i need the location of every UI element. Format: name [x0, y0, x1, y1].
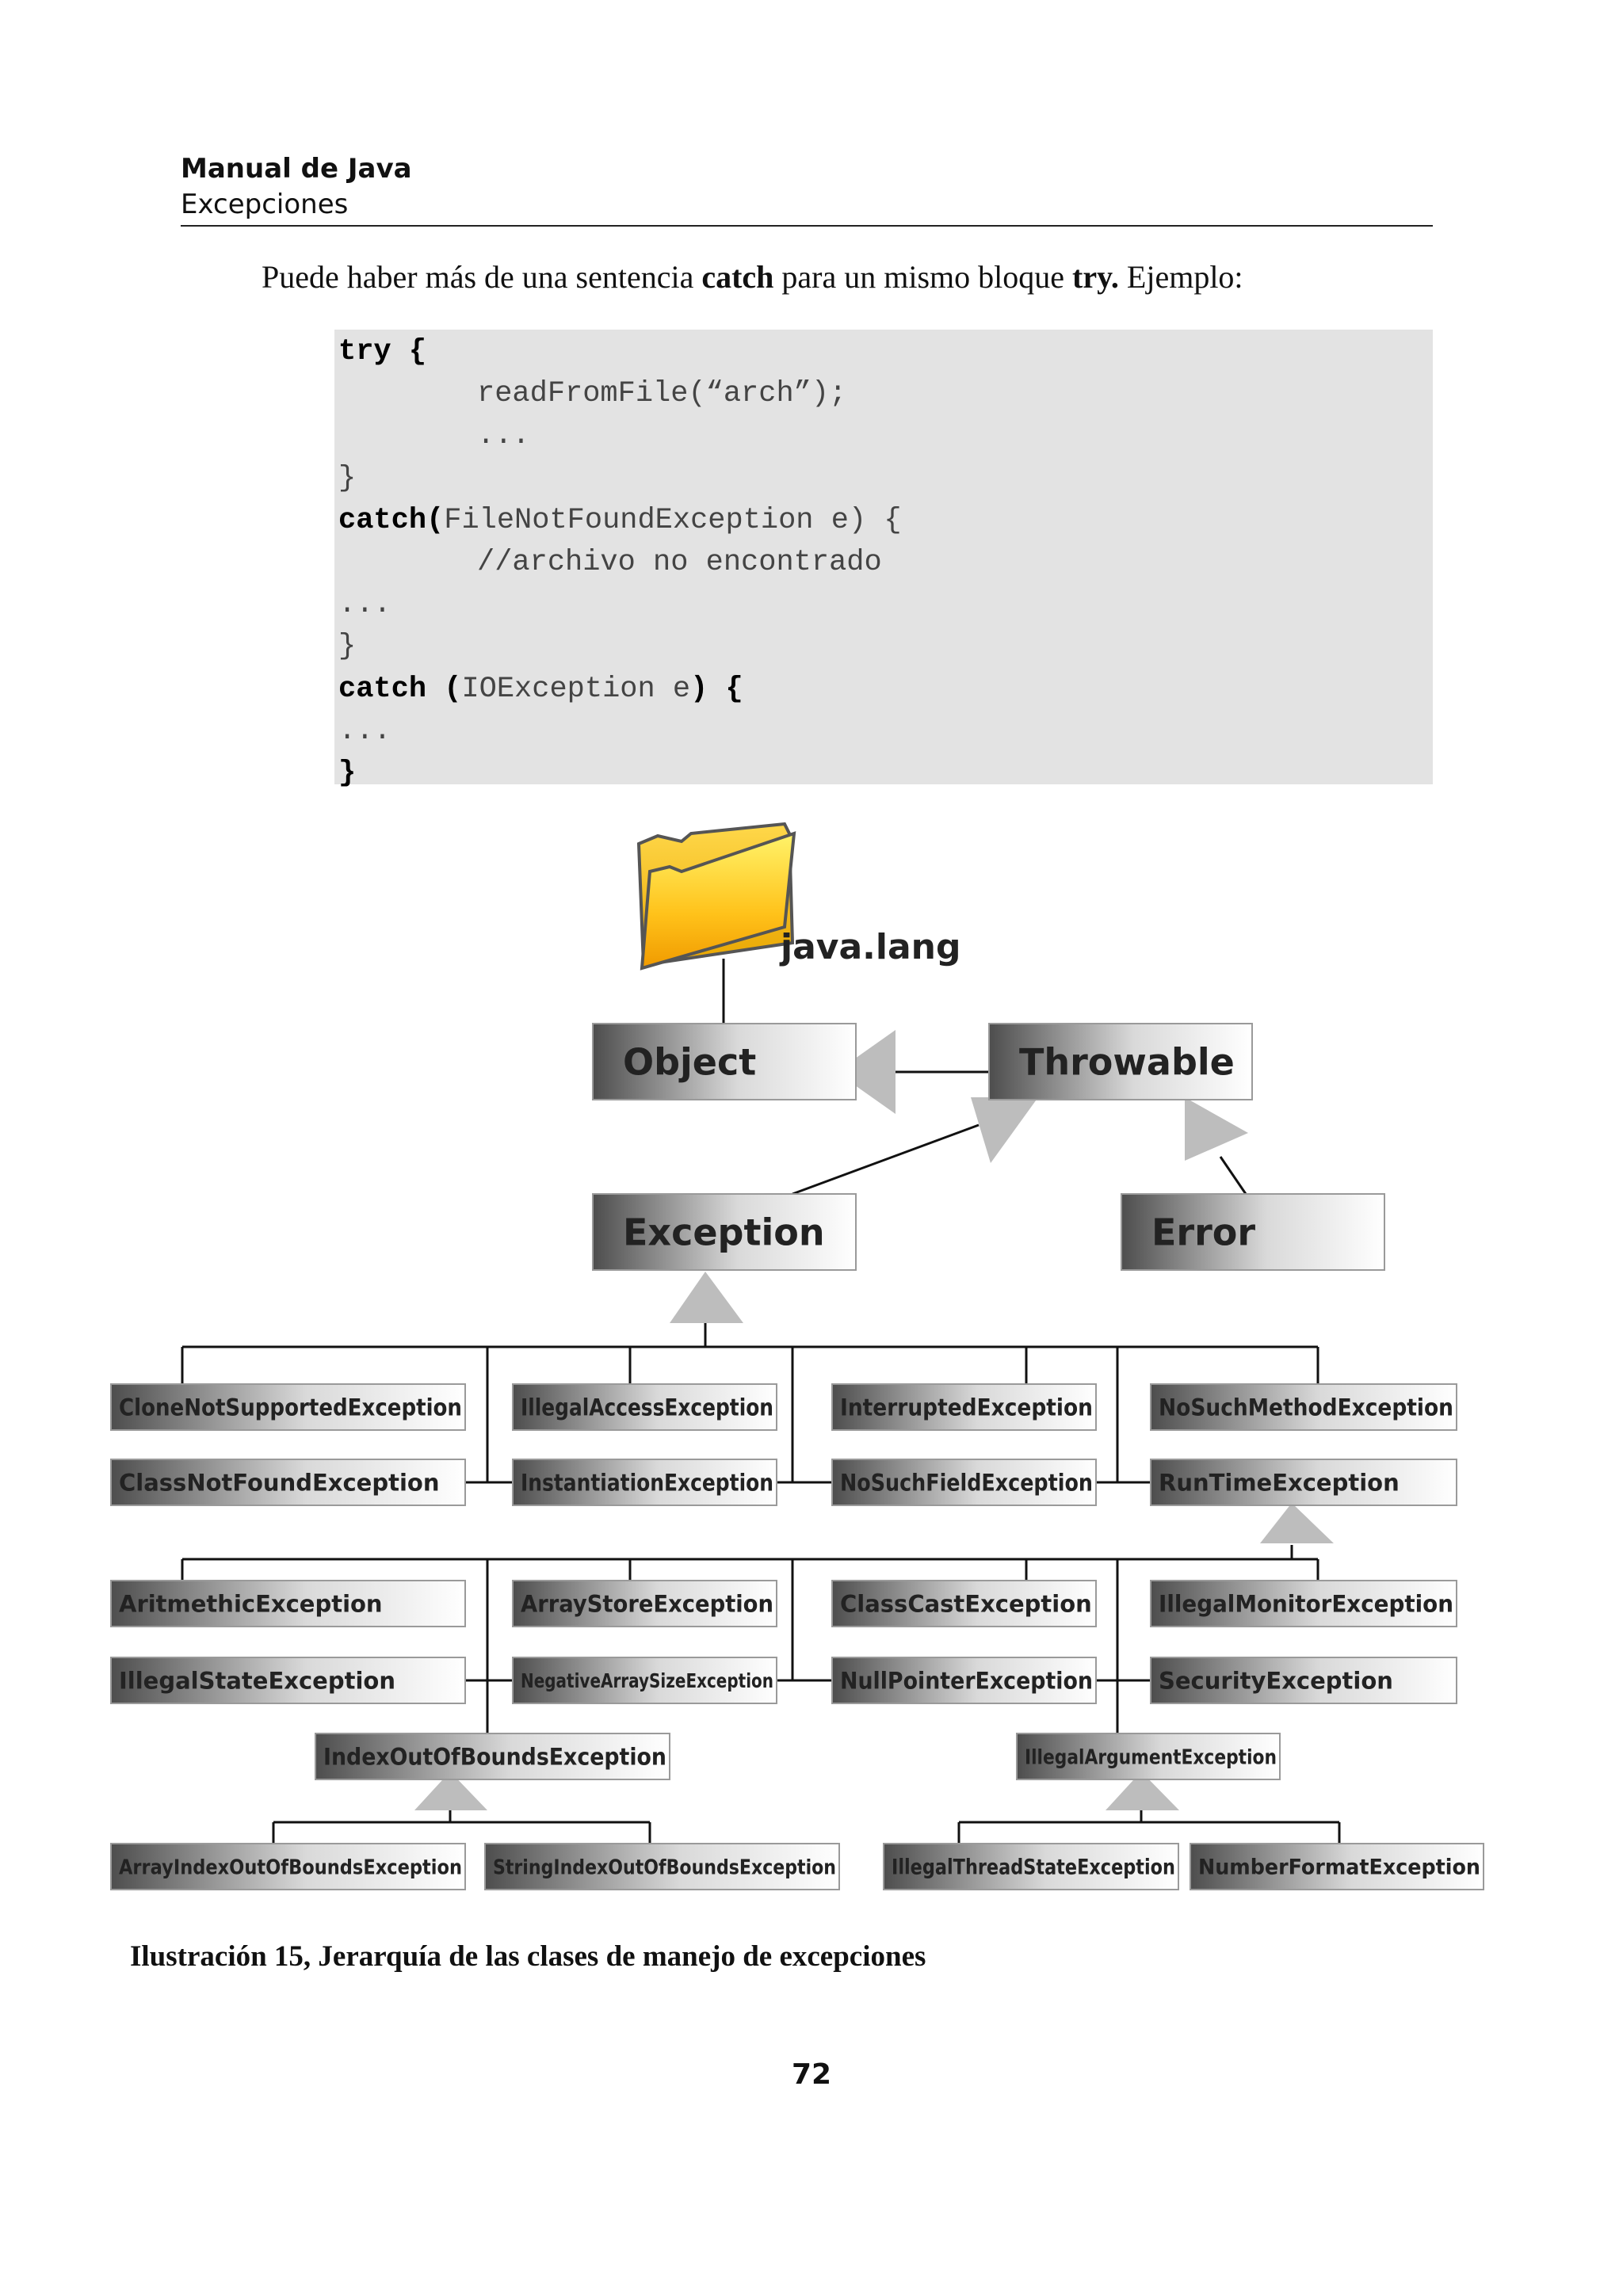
class-box-exception: Exception: [592, 1193, 857, 1271]
class-box-throwable: Throwable: [988, 1023, 1253, 1100]
class-name: ClassNotFoundException: [119, 1469, 440, 1496]
code-line: catch(FileNotFoundException e) {: [338, 503, 902, 537]
class-box-error: Error: [1121, 1193, 1385, 1271]
class-box-array-index-oob: ArrayIndexOutOfBoundsException: [110, 1843, 466, 1890]
code-line: }: [338, 756, 357, 790]
connector-line: [792, 1123, 980, 1196]
class-name: IllegalStateException: [119, 1667, 395, 1694]
class-box-arithmetic: AritmethicException: [110, 1580, 466, 1627]
class-box-security: SecurityException: [1150, 1657, 1457, 1704]
inheritance-arrow: [836, 1030, 896, 1114]
class-name: IllegalAccessException: [521, 1394, 773, 1421]
intro-paragraph: Puede haber más de una sentencia catch p…: [262, 259, 1243, 295]
class-name: ClassCastException: [840, 1590, 1092, 1617]
class-name: ArrayStoreException: [521, 1590, 773, 1617]
class-box-array-store: ArrayStoreException: [512, 1580, 777, 1627]
class-name: NumberFormatException: [1198, 1855, 1480, 1880]
class-name: RunTimeException: [1159, 1469, 1400, 1496]
class-name: NoSuchFieldException: [840, 1469, 1093, 1496]
class-name: Throwable: [1019, 1041, 1235, 1084]
class-name: InstantiationException: [521, 1469, 773, 1496]
class-box-runtime: RunTimeException: [1150, 1459, 1457, 1506]
class-box-clone-not-supported: CloneNotSupportedException: [110, 1383, 466, 1431]
class-name: Exception: [623, 1211, 825, 1254]
class-name: InterruptedException: [840, 1394, 1093, 1421]
code-line: try {: [338, 335, 427, 368]
class-box-illegal-access: IllegalAccessException: [512, 1383, 777, 1431]
class-box-number-format: NumberFormatException: [1190, 1843, 1484, 1890]
class-box-class-not-found: ClassNotFoundException: [110, 1459, 466, 1506]
class-box-illegal-monitor: IllegalMonitorException: [1150, 1580, 1457, 1627]
class-box-index-out-of-bounds: IndexOutOfBoundsException: [315, 1733, 670, 1780]
class-box-illegal-state: IllegalStateException: [110, 1657, 466, 1704]
class-name: NullPointerException: [840, 1667, 1093, 1694]
class-name: SecurityException: [1159, 1667, 1393, 1694]
code-line: ...: [338, 714, 391, 748]
class-box-no-such-method: NoSuchMethodException: [1150, 1383, 1457, 1431]
code-line: catch (IOException e) {: [338, 672, 743, 706]
class-box-class-cast: ClassCastException: [831, 1580, 1097, 1627]
inheritance-arrow: [971, 1097, 1038, 1163]
code-line: ...: [338, 588, 391, 622]
class-name: NoSuchMethodException: [1159, 1394, 1453, 1421]
page-number: 72: [791, 2058, 832, 2091]
code-line: //archivo no encontrado: [477, 545, 882, 579]
class-name: CloneNotSupportedException: [119, 1394, 462, 1421]
class-box-illegal-thread-state: IllegalThreadStateException: [883, 1843, 1179, 1890]
inheritance-arrow: [1106, 1772, 1179, 1810]
connector-line: [1219, 1156, 1247, 1195]
chapter-title: Excepciones: [181, 189, 349, 220]
code-line: readFromFile(“arch”);: [477, 377, 847, 411]
inheritance-arrow: [1260, 1503, 1334, 1543]
class-name: Error: [1151, 1211, 1255, 1254]
class-box-illegal-argument: IllegalArgumentException: [1016, 1733, 1281, 1780]
class-name: Object: [623, 1041, 756, 1084]
book-title: Manual de Java: [181, 153, 412, 185]
class-name: ArrayIndexOutOfBoundsException: [119, 1855, 462, 1879]
class-box-instantiation: InstantiationException: [512, 1459, 777, 1506]
code-line: ...: [477, 419, 530, 453]
package-label: java.lang: [779, 927, 960, 967]
class-box-no-such-field: NoSuchFieldException: [831, 1459, 1097, 1506]
code-line: }: [338, 461, 357, 495]
class-name: IllegalThreadStateException: [892, 1855, 1175, 1880]
code-block: try { readFromFile(“arch”);...} catch(File…: [334, 330, 1433, 790]
class-box-interrupted: InterruptedException: [831, 1383, 1097, 1431]
class-box-negative-array-size: NegativeArraySizeException: [512, 1657, 777, 1704]
class-box-null-pointer: NullPointerException: [831, 1657, 1097, 1704]
inheritance-arrow: [414, 1772, 487, 1810]
class-name: IllegalArgumentException: [1025, 1745, 1277, 1769]
folder-icon: [636, 822, 796, 971]
class-box-string-index-oob: StringIndexOutOfBoundsException: [484, 1843, 840, 1890]
class-name: IllegalMonitorException: [1159, 1590, 1453, 1617]
class-name: StringIndexOutOfBoundsException: [493, 1855, 836, 1879]
page-header: Manual de Java Excepciones: [181, 151, 1433, 227]
class-name: IndexOutOfBoundsException: [323, 1743, 666, 1770]
inheritance-arrow: [1185, 1097, 1248, 1161]
class-box-object: Object: [592, 1023, 857, 1100]
inheritance-arrow: [670, 1272, 743, 1323]
code-line: }: [338, 630, 357, 664]
figure-caption: Ilustración 15, Jerarquía de las clases …: [130, 1940, 926, 1973]
class-name: NegativeArraySizeException: [521, 1669, 773, 1692]
class-name: AritmethicException: [119, 1590, 383, 1617]
